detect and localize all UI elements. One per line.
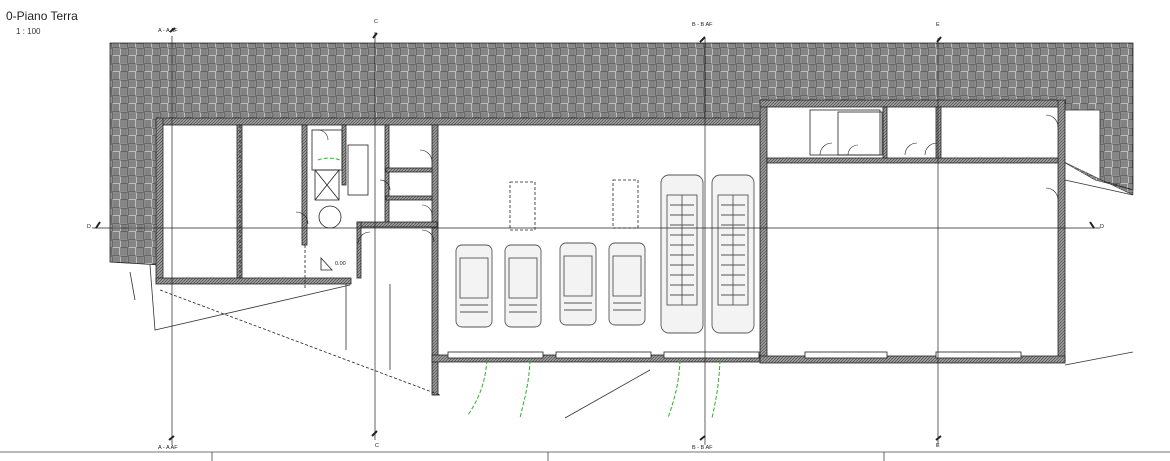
van-2: [504, 244, 542, 328]
section-e-bottom: E: [936, 443, 940, 449]
drawing-scale: 1 : 100: [16, 27, 41, 36]
van-4: [608, 242, 646, 326]
fire-truck-1: [660, 174, 704, 334]
level-mark: 0.00: [335, 261, 346, 267]
section-d-right: D: [1100, 224, 1104, 230]
section-c-top: C: [374, 19, 378, 25]
section-lines: [92, 32, 1100, 445]
interior-lines: [311, 109, 883, 271]
door-swings: [295, 114, 1059, 245]
section-e-top: E: [936, 22, 940, 28]
section-b-top: B - B AF: [692, 22, 713, 28]
van-3: [559, 242, 597, 326]
vehicles: [455, 174, 755, 334]
section-b-bottom: B - B AF: [692, 445, 713, 451]
fire-truck-2: [711, 174, 755, 334]
section-a-top: A - A AF: [158, 28, 178, 34]
site-lines: [129, 179, 1134, 419]
section-d-left: D: [87, 224, 91, 230]
garage-openings: [447, 351, 1022, 359]
section-a-bottom: A - A AF: [158, 445, 178, 451]
drawing-title: 0-Piano Terra: [6, 9, 78, 23]
garage-door-swings: [317, 157, 721, 419]
soil-hatch: [109, 42, 1134, 266]
van-1: [455, 244, 493, 328]
exterior-walls: [155, 99, 1066, 396]
section-markers: [95, 27, 1095, 441]
title-block: [0, 451, 1170, 461]
section-c-bottom: C: [375, 443, 379, 449]
